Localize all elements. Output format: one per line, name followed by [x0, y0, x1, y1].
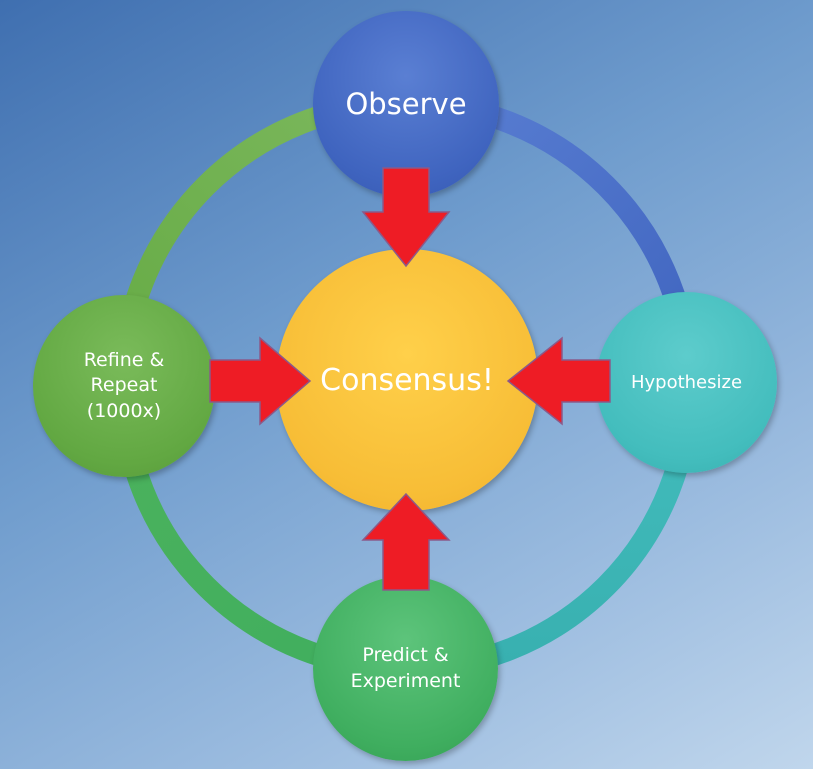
node-consensus-label: Consensus! — [320, 362, 494, 398]
node-hypothesize-label: Hypothesize — [630, 372, 743, 393]
node-predict-experiment-label: Predict & Experiment — [350, 643, 461, 692]
node-refine-repeat: Refine & Repeat (1000x) — [33, 295, 215, 477]
node-predict-experiment: Predict & Experiment — [313, 576, 498, 761]
node-consensus: Consensus! — [276, 249, 538, 511]
arrow-left-icon — [506, 336, 611, 426]
arrow-down-icon — [361, 167, 451, 268]
node-observe-label: Observe — [345, 87, 467, 121]
node-refine-repeat-label: Refine & Repeat (1000x) — [83, 348, 165, 422]
node-hypothesize: Hypothesize — [596, 292, 777, 473]
arrow-up-icon — [361, 492, 451, 591]
arrow-right-icon — [209, 336, 312, 426]
node-observe: Observe — [313, 11, 499, 197]
